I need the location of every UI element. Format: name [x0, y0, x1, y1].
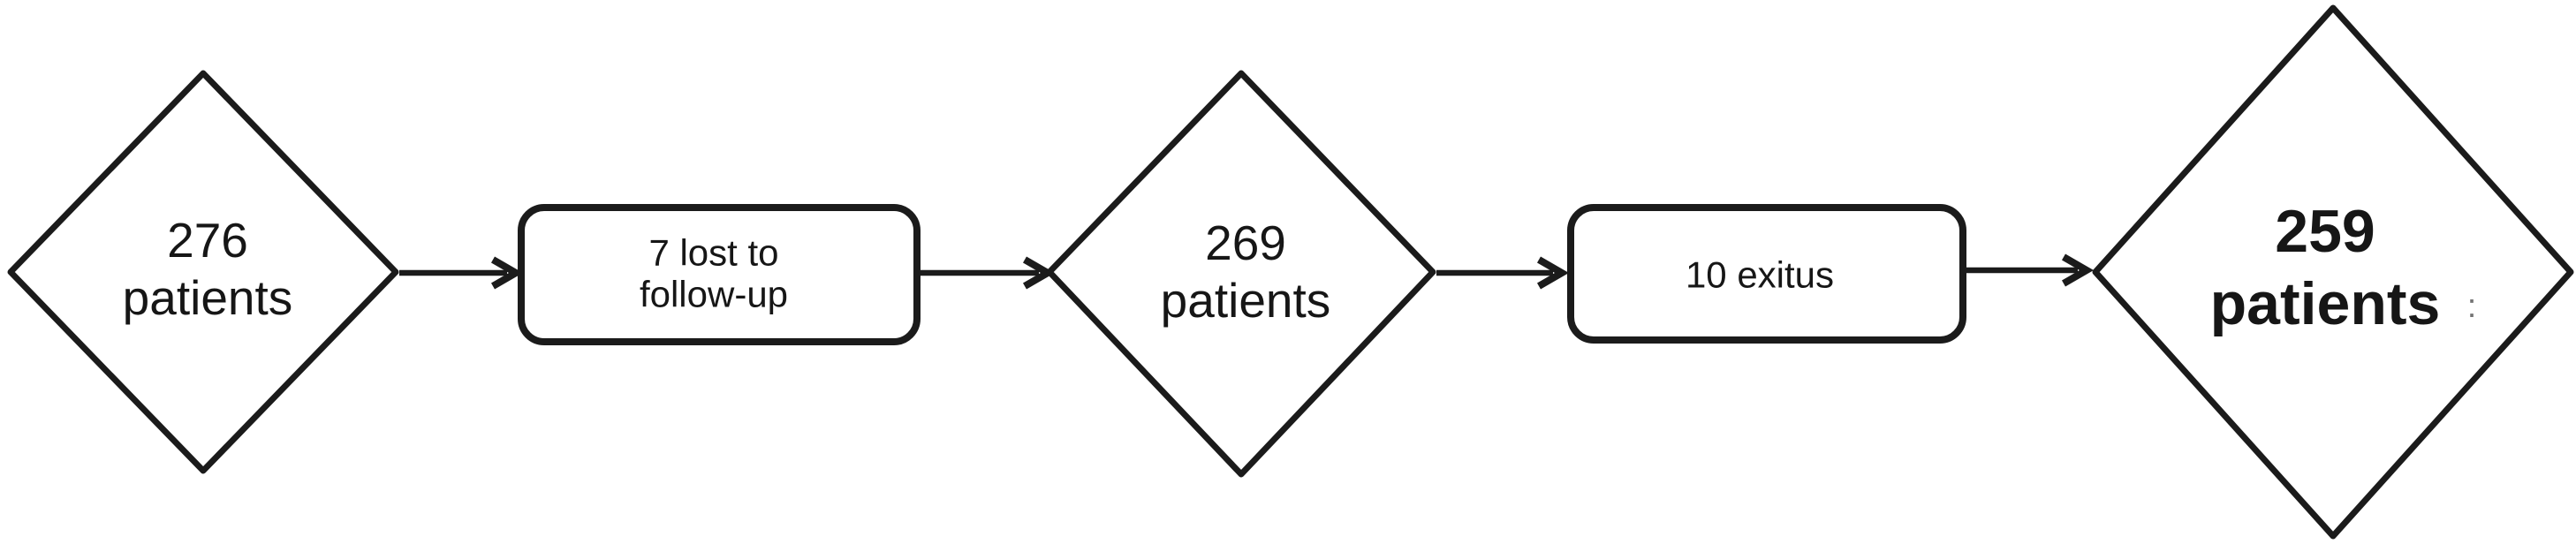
- diamond-shape: [1046, 70, 1436, 478]
- node-lost-line1: 7 lost to: [648, 232, 778, 274]
- rounded-rect-shape: [518, 204, 921, 345]
- node-lost-line2: follow-up: [640, 274, 788, 315]
- node-start-line2: patients: [123, 270, 293, 325]
- node-after-line1: 269: [1205, 215, 1286, 270]
- arrow-lost-to-269: [921, 256, 1056, 290]
- scan-artifact-mark: :: [2467, 288, 2477, 325]
- node-start-line1: 276: [167, 213, 248, 268]
- arrow-exitus-to-final: [1966, 253, 2095, 287]
- node-lost-followup: 7 lost to follow-up: [518, 204, 921, 345]
- node-final-line1: 259: [2275, 198, 2375, 265]
- arrow-start-to-lost: [399, 256, 524, 290]
- arrow-269-to-exitus: [1436, 256, 1570, 290]
- node-final-259-patients: 259 patients :: [2092, 4, 2574, 540]
- node-exitus-label: 10 exitus: [1686, 254, 1834, 296]
- node-after-line2: patients: [1161, 273, 1331, 328]
- node-after-followup-269-patients: 269 patients: [1046, 70, 1436, 478]
- rounded-rect-shape: [1567, 204, 1966, 344]
- diamond-shape: [7, 70, 399, 474]
- node-start-276-patients: 276 patients: [7, 70, 399, 474]
- diamond-shape: [2092, 4, 2574, 540]
- node-final-line2: patients: [2210, 270, 2441, 337]
- node-exitus: 10 exitus: [1567, 204, 1966, 344]
